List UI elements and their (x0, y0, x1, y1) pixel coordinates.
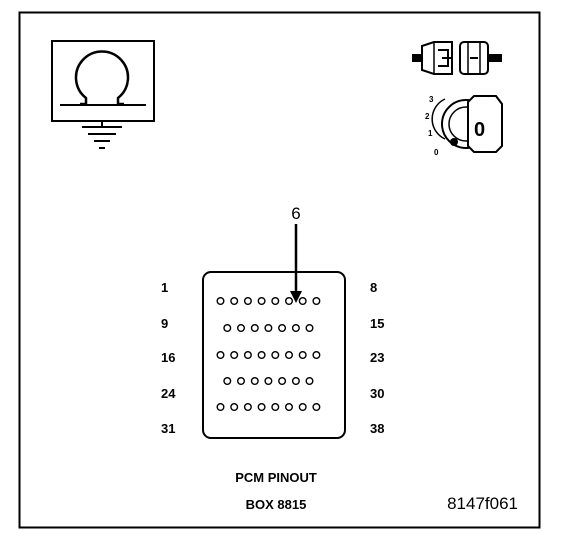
ignition-scale-2: 2 (425, 112, 430, 121)
pin-label-right: 38 (370, 421, 384, 436)
diagram-frame (18, 11, 541, 529)
connector-pin (285, 403, 294, 412)
pin-label-right: 23 (370, 350, 384, 365)
connector-pin (230, 403, 239, 412)
pin-label-left: 24 (161, 386, 176, 401)
ignition-key-icon: 3 2 1 0 0 (425, 95, 503, 157)
caption-subtitle: BOX 8815 (246, 497, 307, 512)
connector-pin (257, 351, 266, 360)
connector-pin (312, 403, 321, 412)
ignition-scale-0: 0 (434, 148, 439, 157)
connector-pin (305, 377, 314, 386)
arrow-label: 6 (291, 204, 300, 223)
connector-pin (250, 377, 259, 386)
connector-pin (291, 324, 300, 333)
connector-pin (298, 297, 307, 306)
pin-label-left: 16 (161, 350, 175, 365)
connector-pin (257, 403, 266, 412)
connector-pin (278, 324, 287, 333)
connector-pin (264, 377, 273, 386)
connector-pin (243, 297, 252, 306)
connector-pin (216, 403, 225, 412)
connector-pin (230, 297, 239, 306)
pin-label-left: 31 (161, 421, 175, 436)
caption-title: PCM PINOUT (235, 470, 317, 485)
ignition-scale-3: 3 (429, 95, 434, 104)
pin-label-left: 1 (161, 280, 168, 295)
ignition-key-position: 0 (474, 119, 485, 141)
connector-pin (312, 351, 321, 360)
disconnected-connector-icon (412, 41, 502, 75)
connector-pin (223, 324, 232, 333)
pin-indicator-arrow: 6 (290, 204, 302, 303)
pin-label-right: 30 (370, 386, 384, 401)
connector-pin (216, 297, 225, 306)
connector-pin (271, 351, 280, 360)
pin-label-left: 9 (161, 316, 168, 331)
pin-label-right: 15 (370, 316, 384, 331)
connector-pin (305, 324, 314, 333)
connector-pin (216, 351, 225, 360)
figure-id: 8147f061 (447, 494, 518, 513)
connector-pin (236, 377, 245, 386)
connector-pin (271, 297, 280, 306)
connector-pin-indicated (285, 297, 294, 306)
connector-pin (223, 377, 232, 386)
connector-pin (250, 324, 259, 333)
connector-pin (264, 324, 273, 333)
connector-pin (271, 403, 280, 412)
connector-pin (291, 377, 300, 386)
connector-pin (298, 351, 307, 360)
ignition-scale-1: 1 (428, 129, 433, 138)
connector-pin (243, 403, 252, 412)
connector-pin (278, 377, 287, 386)
connector-face (202, 271, 346, 439)
connector-pin (285, 351, 294, 360)
connector-pin (230, 351, 239, 360)
connector-pin (298, 403, 307, 412)
connector-pin (257, 297, 266, 306)
connector-pin (312, 297, 321, 306)
ohmmeter-icon (51, 40, 155, 149)
connector-pin (236, 324, 245, 333)
connector-pin (243, 351, 252, 360)
pin-label-right: 8 (370, 280, 377, 295)
connector-pins (216, 297, 321, 412)
